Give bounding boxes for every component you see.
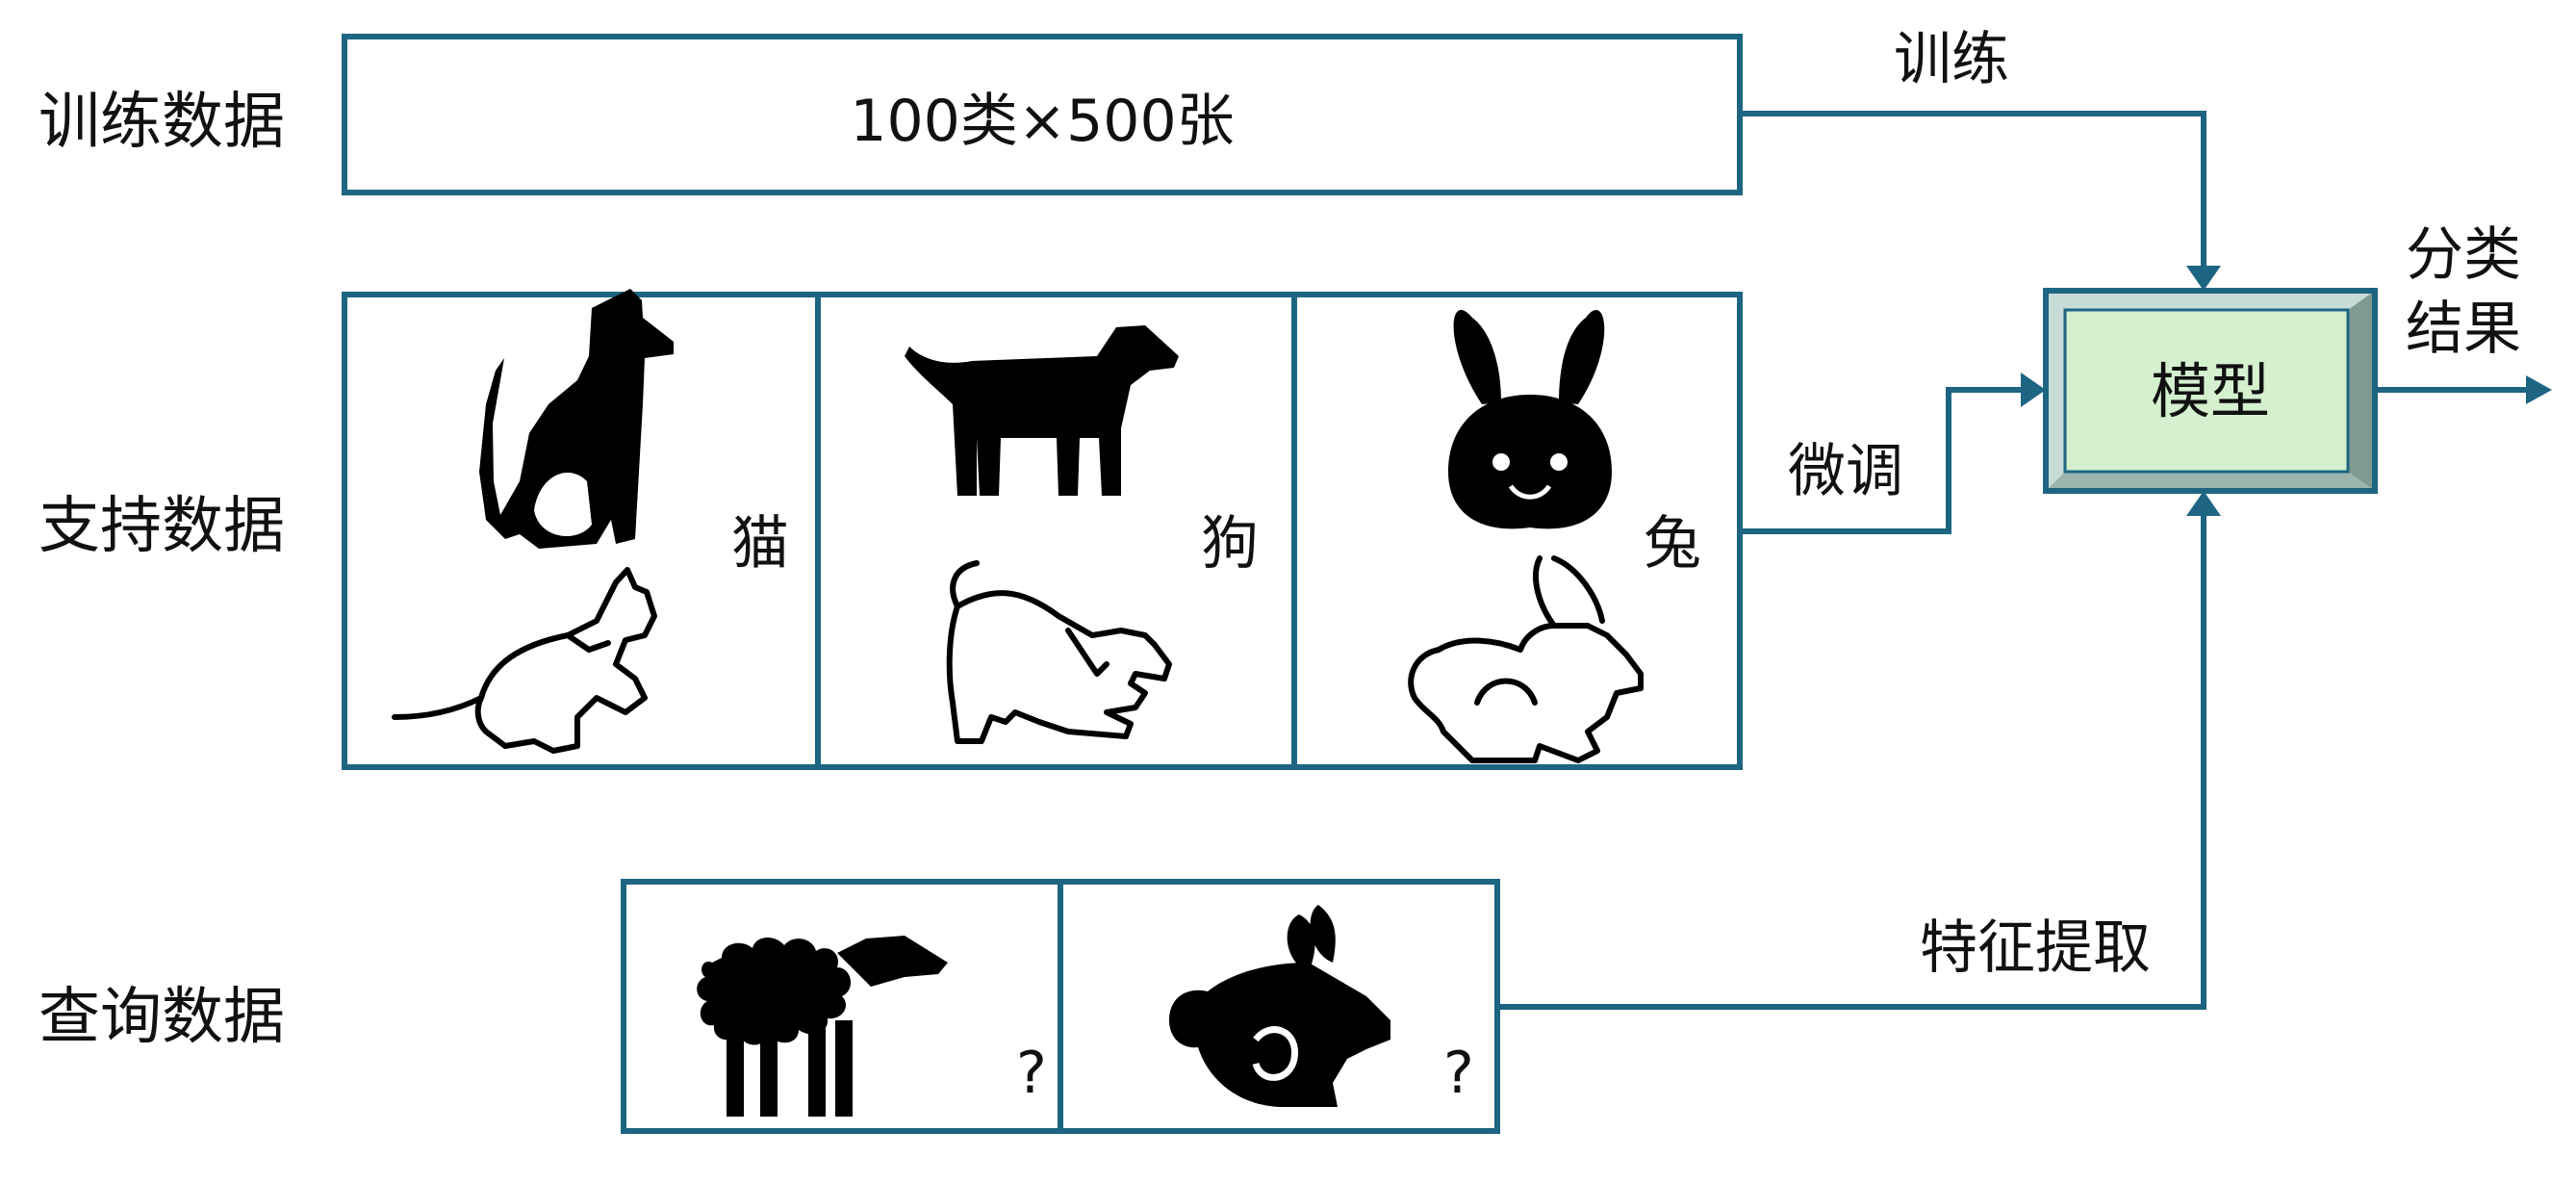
support-divider-1 <box>815 292 821 770</box>
query-divider <box>1058 879 1063 1134</box>
support-class-label-cat: 猫 <box>731 510 789 578</box>
sheep-icon <box>697 936 948 1117</box>
edge-feature-connector <box>1500 510 2206 1010</box>
rabbit-silhouette-icon <box>1169 905 1390 1107</box>
cat-outline-icon <box>392 567 657 754</box>
query-label-rabbit: ? <box>1443 1040 1474 1107</box>
edge-output-arrowhead <box>2526 375 2552 404</box>
dog-silhouette-icon <box>905 325 1179 496</box>
edge-feature-arrowhead <box>2186 491 2221 516</box>
rabbit-outline-icon <box>1408 555 1644 763</box>
training-data-text: 100类×500张 <box>850 88 1235 155</box>
cat-silhouette-icon <box>479 289 674 549</box>
support-class-label-dog: 狗 <box>1201 510 1259 578</box>
edge-label-finetune: 微调 <box>1788 438 1903 505</box>
support-class-label-rabbit: 兔 <box>1644 510 1701 578</box>
edge-label-train: 训练 <box>1894 26 2009 93</box>
output-label-line2: 结果 <box>2406 296 2521 363</box>
query-label-sheep: ? <box>1016 1040 1047 1107</box>
edge-finetune-arrowhead <box>2021 373 2046 407</box>
output-label-line1: 分类 <box>2406 221 2521 289</box>
rabbit-face-icon <box>1448 310 1612 529</box>
edge-label-feature-extract: 特征提取 <box>1920 914 2151 982</box>
support-data-label: 支持数据 <box>38 491 285 562</box>
edge-finetune-connector <box>1743 387 2026 534</box>
training-data-box: 100类×500张 <box>342 34 1743 195</box>
edge-train-connector <box>1743 111 2206 270</box>
support-divider-2 <box>1291 292 1297 770</box>
training-data-label: 训练数据 <box>38 87 285 158</box>
model-box <box>2043 288 2378 494</box>
edge-train-arrowhead <box>2186 266 2221 291</box>
dog-outline-icon <box>946 560 1172 744</box>
query-data-label: 查询数据 <box>38 982 285 1053</box>
model-label: 模型 <box>2151 356 2270 426</box>
